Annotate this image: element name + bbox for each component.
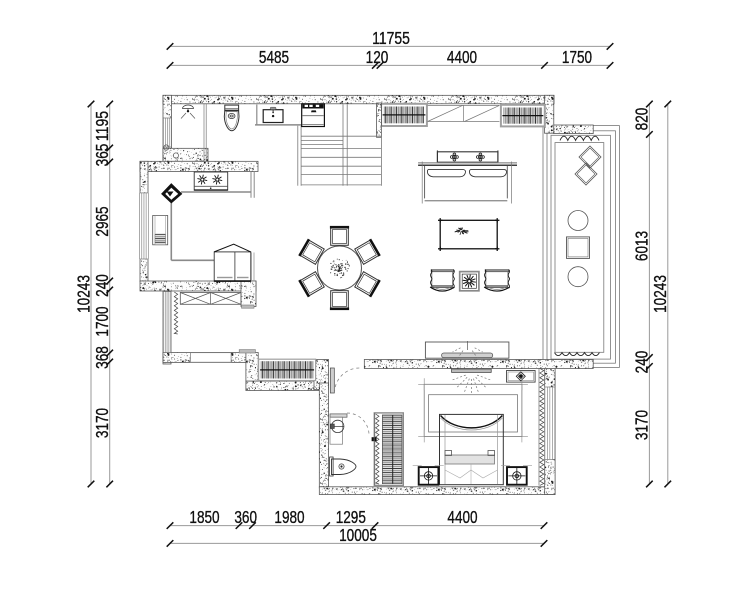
svg-text:3170: 3170: [632, 410, 652, 440]
svg-text:365: 365: [92, 144, 112, 167]
svg-text:10243: 10243: [73, 275, 93, 313]
svg-text:10243: 10243: [650, 275, 670, 313]
svg-text:4400: 4400: [447, 47, 477, 67]
svg-text:10005: 10005: [339, 525, 377, 545]
svg-text:6013: 6013: [632, 231, 652, 261]
svg-text:1850: 1850: [189, 507, 219, 527]
svg-text:5485: 5485: [259, 47, 289, 67]
svg-text:120: 120: [366, 47, 389, 67]
svg-text:240: 240: [632, 351, 652, 374]
svg-text:2965: 2965: [92, 206, 112, 236]
svg-text:240: 240: [92, 274, 112, 297]
svg-text:1750: 1750: [562, 47, 592, 67]
svg-text:1980: 1980: [274, 507, 304, 527]
svg-text:1295: 1295: [336, 507, 366, 527]
svg-text:368: 368: [92, 346, 112, 369]
svg-text:11755: 11755: [372, 28, 410, 48]
svg-text:1195: 1195: [92, 111, 112, 141]
svg-text:820: 820: [632, 108, 652, 131]
svg-text:360: 360: [234, 507, 257, 527]
svg-text:4400: 4400: [447, 507, 477, 527]
svg-text:3170: 3170: [92, 408, 112, 438]
svg-text:1700: 1700: [92, 306, 112, 336]
